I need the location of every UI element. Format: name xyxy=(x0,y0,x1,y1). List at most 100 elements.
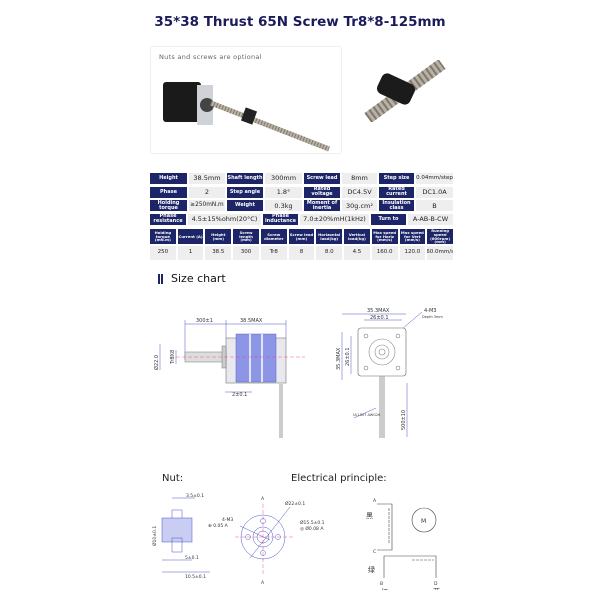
spec-label: Insulation class xyxy=(378,199,415,213)
dim-boss-diameter: Ø22.0 xyxy=(153,355,160,370)
wire-green: 绿 xyxy=(368,565,375,574)
perf-header: Max speed for Horiz (mm/s) xyxy=(370,228,399,245)
spec-value: 30g.cm² xyxy=(341,199,378,213)
spec-row: Phase resistance 4.5±15%ohm(20°C) Phase … xyxy=(149,212,454,227)
nut-tolerance-position: ⊕ 0.05 A xyxy=(208,523,229,529)
spec-value: 38.5mm xyxy=(188,172,226,186)
photo-caption: Nuts and screws are optional xyxy=(159,53,262,61)
nut-dim-diameter: Ø10±0.1 xyxy=(151,526,158,546)
dim-width-v: 35.3MAX xyxy=(336,347,342,370)
dim-shaft-length: 300±1 xyxy=(196,318,213,324)
spec-label: Phase resistance xyxy=(149,212,187,227)
perf-header: Vertical load(kg) xyxy=(343,228,371,245)
section-bars-icon xyxy=(158,273,163,284)
size-chart-heading: Size chart xyxy=(158,272,226,285)
wire-black: 黑 xyxy=(366,512,373,520)
spec-value: 8mm xyxy=(341,172,378,186)
nut-dim-pcd: Ø15.5±0.1 xyxy=(300,519,325,526)
spec-value: ≥250mN.m xyxy=(188,199,226,213)
perf-value: 120.0 xyxy=(398,245,427,261)
perf-header: Holding torque (mN.m) xyxy=(149,228,177,245)
nut-dim-flange: 3.5±0.1 xyxy=(186,493,204,499)
perf-value: 8.0 xyxy=(315,245,344,261)
perf-header: Current (A) xyxy=(176,228,205,245)
wire-b: B xyxy=(380,581,383,587)
size-chart-label: Size chart xyxy=(171,272,226,285)
nut-label: Nut: xyxy=(162,473,184,484)
perf-value: 8 xyxy=(287,245,316,261)
wire-red: 红 xyxy=(381,587,388,590)
dim-hole-spacing: 26±0.1 xyxy=(370,315,389,321)
spec-label: Turn to xyxy=(370,212,407,227)
spec-label: Screw lead xyxy=(303,172,341,186)
wire-c: C xyxy=(373,549,376,555)
spec-label: Weight xyxy=(226,199,264,213)
wire-d: D xyxy=(434,581,438,587)
spec-label: Height xyxy=(149,172,188,186)
spec-label: Phase inductance xyxy=(262,212,299,227)
spec-value: 0.04mm/step xyxy=(415,172,454,186)
nut-dim-5: 5±0.1 xyxy=(185,555,199,561)
spec-label: Step angle xyxy=(226,185,264,199)
wire-blue: 蓝 xyxy=(433,587,440,590)
nut-dim-holes: 4-M3 xyxy=(222,517,233,523)
wire-a: A xyxy=(373,498,377,504)
spec-value: 2 xyxy=(188,185,226,199)
spec-label: Rated current xyxy=(378,185,415,199)
dim-height: 38.5MAX xyxy=(240,318,263,324)
performance-table: Holding torque (mN.m)Current (A)Height (… xyxy=(149,228,454,261)
perf-header: Screw lead (mm) xyxy=(287,228,316,245)
spec-value: B xyxy=(415,199,454,213)
spec-value: 4.5±15%ohm(20°C) xyxy=(187,212,262,227)
motor-symbol: M xyxy=(421,518,426,525)
dim-width: 35.3MAX xyxy=(367,308,390,314)
spec-row: Height 38.5mm Shaft length 300mm Screw l… xyxy=(149,172,454,186)
perf-header: Horizontal load(kg) xyxy=(315,228,344,245)
page-title: 35*38 Thrust 65N Screw Tr8*8-125mm xyxy=(154,14,446,30)
perf-value: 300 xyxy=(232,245,260,261)
spec-label: Moment of inertia xyxy=(303,199,341,213)
spec-label: Shaft length xyxy=(226,172,264,186)
perf-header: Screw diameter xyxy=(259,228,288,245)
perf-value: 38.5 xyxy=(204,245,233,261)
spec-value: 7.0±20%mH(1kHz) xyxy=(299,212,370,227)
spec-label: Phase xyxy=(149,185,188,199)
nut-dim-length: 10.5±0.1 xyxy=(185,574,206,580)
perf-header: Height (mm) xyxy=(204,228,233,245)
dim-lead-length: 500±10 xyxy=(401,410,407,430)
nut-dim-outer: Ø22±0.1 xyxy=(285,500,305,507)
spec-label: Rated voltage xyxy=(303,185,341,199)
spec-row: Phase 2 Step angle 1.8° Rated voltage DC… xyxy=(149,185,454,199)
perf-header: Screw length (mm) xyxy=(232,228,260,245)
motor-with-screw-image xyxy=(163,82,330,152)
spec-value: 300mm xyxy=(264,172,303,186)
dim-hole-depth: Depth 3mm xyxy=(422,315,443,319)
perf-header: Max speed for Vert (mm/s) xyxy=(398,228,427,245)
section-a-top: A xyxy=(261,496,265,502)
spec-label: Step size xyxy=(378,172,415,186)
nut-photo xyxy=(364,60,446,122)
nut-tolerance-concentric: ◎ Ø0.08 A xyxy=(300,525,324,532)
nut-and-wiring-drawing: 3.5±0.1 Ø10±0.1 5±0.1 10.5±0.1 4-M3 ⊕ 0.… xyxy=(151,493,440,590)
spec-value: 0.3kg xyxy=(264,199,303,213)
dim-screw: Tr8X8 xyxy=(170,350,176,365)
spec-label: Holding torque xyxy=(149,199,188,213)
perf-value: 60.0mm/s xyxy=(426,245,454,261)
spec-row: Holding torque ≥250mN.m Weight 0.3kg Mom… xyxy=(149,199,454,213)
wire-spec: UL1007 AWG26 xyxy=(353,413,380,417)
section-a-bottom: A xyxy=(261,580,265,586)
motor-dimension-drawing: 300±1 38.5MAX 2±0.1 Ø22.0 Tr8X8 35.3MAX … xyxy=(153,308,443,438)
perf-value: 250 xyxy=(149,245,177,261)
spec-value: A-AB-B-CW xyxy=(407,212,454,227)
dim-holes: 4-M3 xyxy=(424,308,436,314)
electrical-label: Electrical principle: xyxy=(291,473,387,484)
dim-hole-spacing-v: 26±0.1 xyxy=(345,347,351,366)
spec-value: DC4.5V xyxy=(341,185,378,199)
perf-value: 4.5 xyxy=(343,245,371,261)
spec-table: Height 38.5mm Shaft length 300mm Screw l… xyxy=(149,172,454,227)
perf-value: 160.0 xyxy=(370,245,399,261)
product-photo: Nuts and screws are optional xyxy=(150,46,342,154)
perf-header: Running speed (600rpm) (mm) xyxy=(426,228,454,245)
dim-boss: 2±0.1 xyxy=(232,392,247,398)
spec-value: DC1.0A xyxy=(415,185,454,199)
